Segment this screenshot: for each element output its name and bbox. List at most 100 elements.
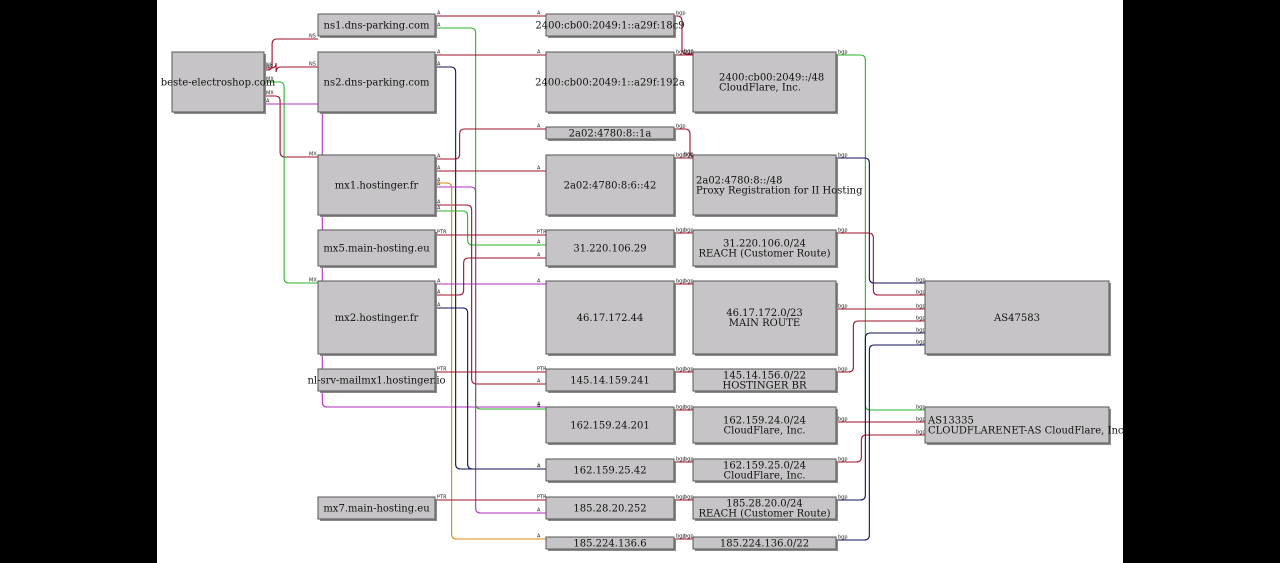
node-nlsrv: nl-srv-mailmx1.hostinger.io <box>307 368 446 393</box>
edge-label: bgp <box>684 228 694 234</box>
edge-label: A <box>437 279 441 285</box>
edge-label: bgp <box>676 153 686 159</box>
edge-label: bgp <box>676 534 686 540</box>
node-label: 162.159.25.42 <box>573 466 646 477</box>
edge-label: bgp <box>916 278 926 284</box>
edge-label: bgp <box>684 405 694 411</box>
edge-label: bgp <box>916 417 926 423</box>
node-mx7: mx7.main-hosting.eu <box>317 496 437 521</box>
node-label: CloudFlare, Inc. <box>723 426 805 437</box>
edge-label: A <box>537 166 541 172</box>
edge-label: A <box>537 534 541 540</box>
edge-label: PTR <box>437 495 447 501</box>
edge-label: A <box>437 182 441 188</box>
edge-label: NS <box>309 34 316 40</box>
node-label: 2a02:4780:8::/48 <box>696 176 782 187</box>
edge-label: PTR <box>437 367 447 373</box>
node-label: 162.159.24.0/24 <box>723 416 806 427</box>
edge-label: A <box>537 379 541 385</box>
edge-label: bgp <box>676 124 686 130</box>
node-ip6c: 2a02:4780:8::1a <box>545 126 676 141</box>
edge-label: A <box>266 99 270 105</box>
edge-mx1-ip_185a <box>435 186 546 514</box>
node-label: 185.28.20.0/24 <box>726 499 803 510</box>
edge-label: bgp <box>684 50 694 56</box>
edge-domain-mx2 <box>264 81 318 284</box>
edge-pfx_185a-as47583 <box>836 332 925 501</box>
edge-label: A <box>537 11 541 17</box>
edge-pfx_31-as47583 <box>836 232 925 296</box>
edge-mx1-ip_185b <box>435 182 546 540</box>
edge-label: bgp <box>684 153 694 159</box>
edge-label: bgp <box>676 495 686 501</box>
node-label: AS47583 <box>993 313 1040 324</box>
edge-label: bgp <box>838 495 848 501</box>
node-label: 2400:cb00:2049:1::a29f:18c9 <box>535 21 684 32</box>
edge-label: A <box>537 508 541 514</box>
edge-label: bgp <box>838 304 848 310</box>
node-label: mx7.main-hosting.eu <box>323 504 430 515</box>
node-label: 185.28.20.252 <box>573 504 646 515</box>
edge-mx2-ip_31 <box>435 257 546 296</box>
edge-domain-ns1 <box>264 38 318 71</box>
node-ip_185b: 185.224.136.6 <box>545 536 676 551</box>
edge-label: bgp <box>916 405 926 411</box>
edge-label: A <box>437 303 441 309</box>
node-ns1: ns1.dns-parking.com <box>317 13 437 38</box>
edge-label: PTR <box>537 230 547 236</box>
node-label: 31.220.106.0/24 <box>723 239 806 250</box>
edge-label: bgp <box>916 304 926 310</box>
node-label: mx2.hostinger.fr <box>335 313 419 324</box>
edge-label: A <box>537 279 541 285</box>
node-ip_145: 145.14.159.241 <box>545 368 676 393</box>
node-label: beste-electroshop.com <box>161 78 276 89</box>
edge-label: bgp <box>684 495 694 501</box>
edge-label: bgp <box>676 367 686 373</box>
edge-label: A <box>437 206 441 212</box>
node-label: CloudFlare, Inc. <box>723 471 805 482</box>
edge-label: bgp <box>838 457 848 463</box>
node-label: 31.220.106.29 <box>573 244 646 255</box>
edge-label: bgp <box>916 328 926 334</box>
edge-label: PTR <box>437 230 447 236</box>
node-label: 162.159.25.0/24 <box>723 461 806 472</box>
edge-domain-mx1 <box>264 95 318 158</box>
node-label: 2a02:4780:8::1a <box>569 129 652 140</box>
node-ns2: ns2.dns-parking.com <box>317 51 437 114</box>
edge-label: bgp <box>916 340 926 346</box>
node-label: MAIN ROUTE <box>729 318 800 329</box>
node-ip_185a: 185.28.20.252 <box>545 496 676 521</box>
edge-label: MX <box>309 278 317 284</box>
node-ip_46: 46.17.172.44 <box>545 280 676 356</box>
node-label: CLOUDFLARENET-AS CloudFlare, Inc. <box>928 426 1123 437</box>
edge-pfx_2a02-as47583 <box>836 157 925 284</box>
edge-label: A <box>537 464 541 470</box>
node-mx2: mx2.hostinger.fr <box>317 280 437 356</box>
nodes-layer: beste-electroshop.com ns1.dns-parking.com… <box>161 13 1123 551</box>
edge-label: bgp <box>684 534 694 540</box>
node-label: 185.224.136.0/22 <box>720 539 809 550</box>
edge-label: bgp <box>916 316 926 322</box>
edge-label: A <box>437 200 441 206</box>
edge-label: bgp <box>684 152 694 158</box>
node-label: nl-srv-mailmx1.hostinger.io <box>307 376 445 387</box>
node-label: 185.224.136.6 <box>573 539 646 550</box>
edge-ip6a-pfx_2400 <box>674 15 693 55</box>
edge-label: A <box>537 253 541 259</box>
edge-label: A <box>537 404 541 410</box>
node-label: REACH (Customer Route) <box>699 509 831 520</box>
edge-label: A <box>537 240 541 246</box>
node-ip6b: 2400:cb00:2049:1::a29f:192a <box>535 51 685 114</box>
edge-label: bgp <box>838 417 848 423</box>
edge-label: bgp <box>684 367 694 373</box>
node-label: mx5.main-hosting.eu <box>323 244 430 255</box>
edge-label: A <box>437 166 441 172</box>
edge-label: MX <box>309 152 317 158</box>
node-label: 2a02:4780:8:6::42 <box>564 181 657 192</box>
